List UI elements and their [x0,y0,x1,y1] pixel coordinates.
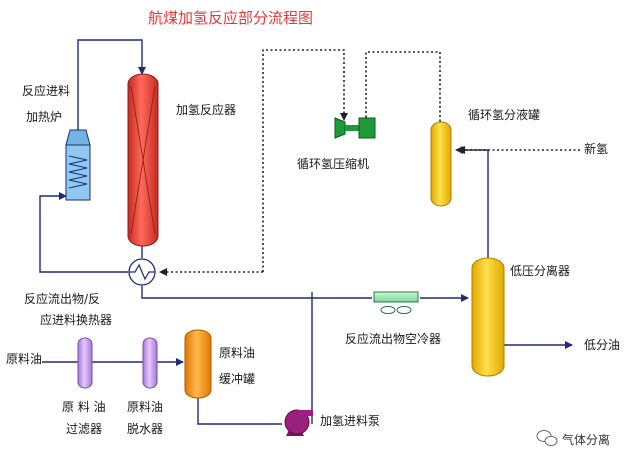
exchanger-label-2: 应进料换热器 [40,313,113,327]
reactor-label: 加氢反应器 [176,103,237,117]
watermark-text: 气体分离 [562,433,611,447]
compressor-label: 循环氢压缩机 [297,157,370,171]
filter-label-1: 原 料 油 [62,400,106,414]
furnace-label-1: 反应进料 [22,84,71,98]
wechat-icon [536,430,558,447]
feed-filter-icon [77,337,93,389]
exchanger-label-1: 反应流出物/反 [24,292,101,306]
filter-label-2: 过滤器 [66,422,103,436]
pump-label: 加氢进料泵 [320,414,381,428]
furnace-label-2: 加热炉 [26,110,63,124]
low-oil-label: 低分油 [584,338,621,352]
buffer-label-1: 原料油 [219,346,256,360]
new-hydrogen-label: 新氢 [584,142,609,156]
dehydrator-label-1: 原料油 [127,400,164,414]
compressor-icon [334,117,376,139]
diagram-title: 航煤加氢反应部分流程图 [148,9,314,27]
lp-separator-label: 低压分离器 [510,264,571,278]
recycle-tank-icon [430,121,452,207]
buffer-tank-icon [184,329,212,399]
air-cooler-icon [373,291,419,315]
dehydrator-label-2: 脱水器 [127,422,164,436]
feed-pump-icon [284,409,313,436]
hydrogen-piping [159,49,580,276]
lp-separator-icon [471,257,505,377]
recycle-tank-label: 循环氢分液罐 [468,108,541,122]
buffer-label-2: 缓冲罐 [219,372,256,386]
heat-exchanger-icon [128,258,156,286]
furnace-icon [65,129,91,201]
dehydrator-icon [142,337,158,389]
air-cooler-label: 反应流出物空冷器 [345,332,442,346]
reactor-icon [127,73,159,247]
feed-oil-label: 原料油 [6,352,43,366]
